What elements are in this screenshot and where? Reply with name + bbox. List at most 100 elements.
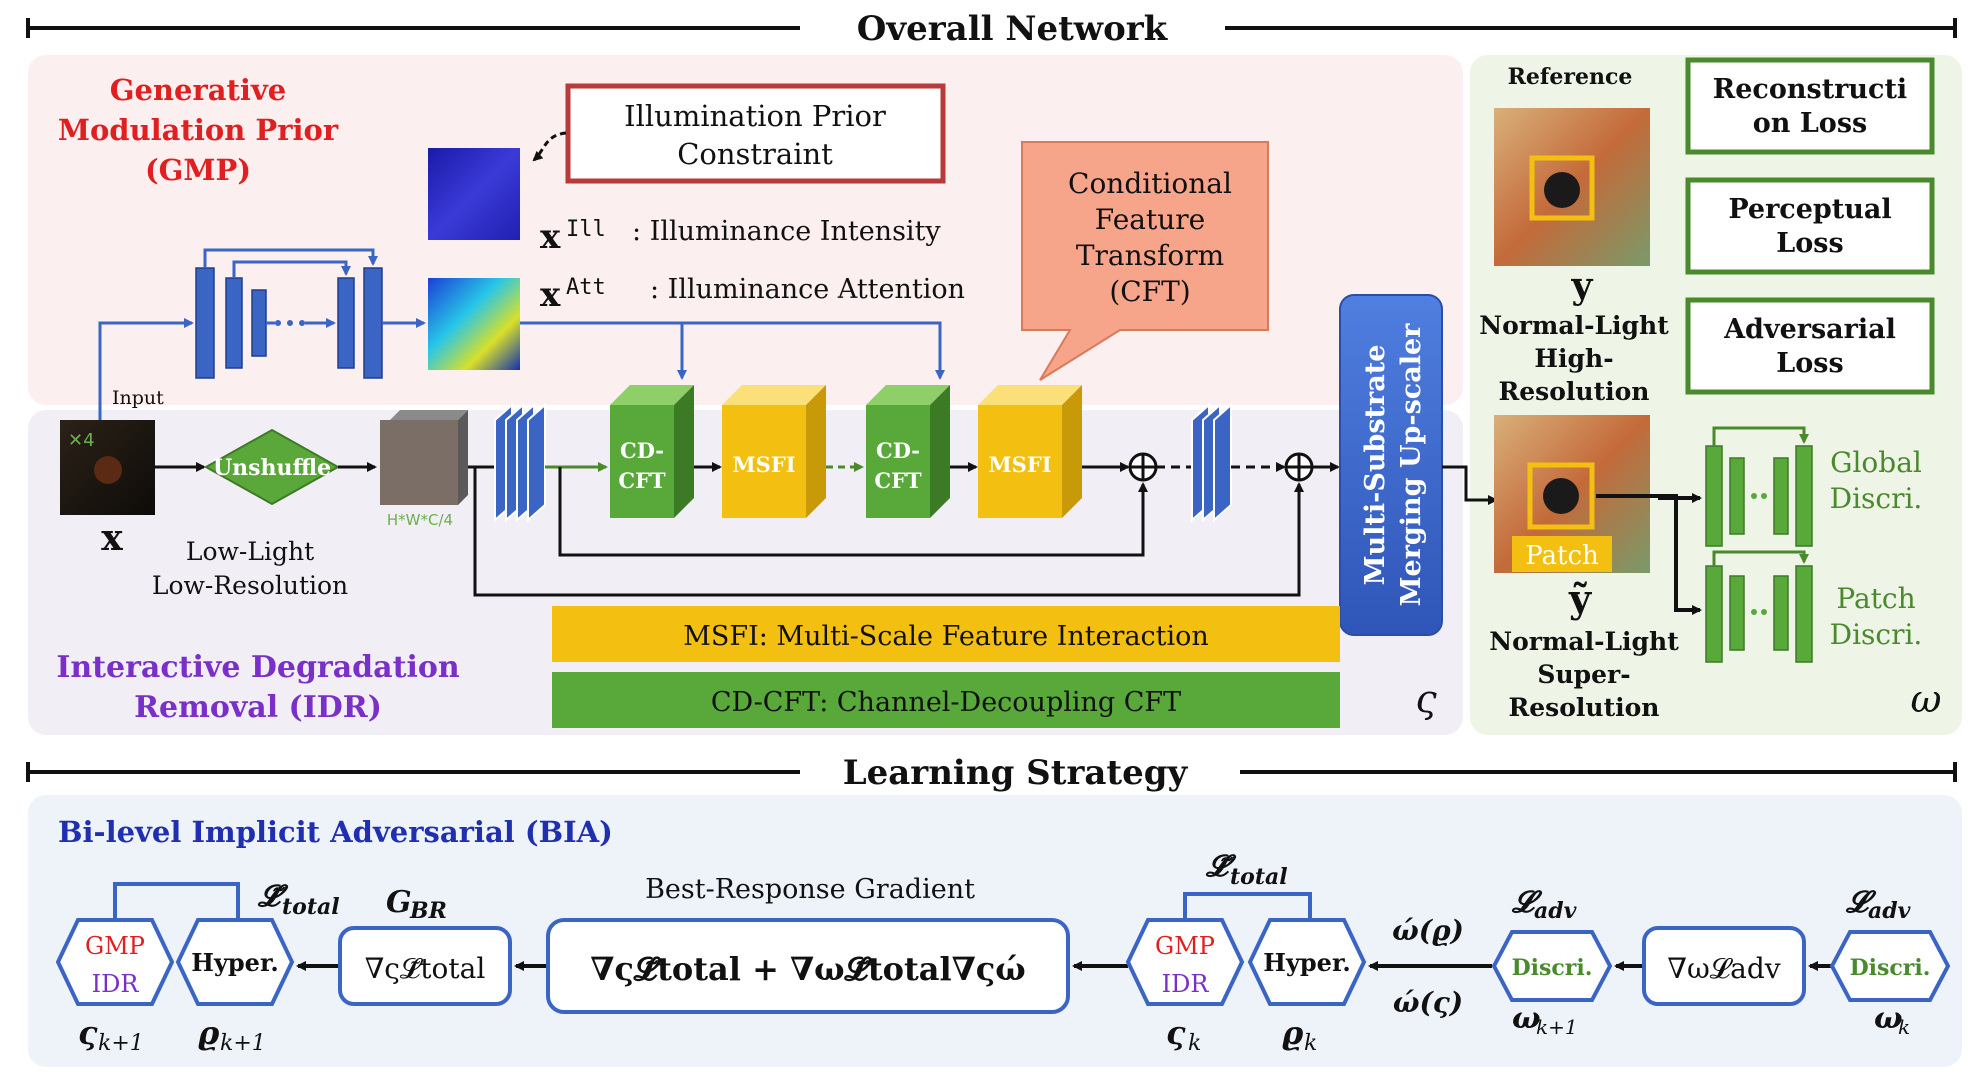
svg-text:k+1: k+1 [98, 1031, 144, 1056]
global-discriminator [1705, 445, 1813, 547]
svg-text:Feature: Feature [1095, 203, 1205, 236]
reconstruction-loss-box: Reconstructi on Loss [1685, 57, 1935, 155]
upscale-factor: ✕4 [68, 430, 95, 451]
svg-text:Resolution: Resolution [1498, 377, 1649, 406]
svg-text:G: G [386, 885, 412, 920]
global-discri-l1: Global [1830, 446, 1922, 479]
svg-text:MSFI: MSFI [732, 452, 795, 477]
patch-discri-l2: Discri. [1830, 618, 1923, 651]
omega-k1: ω k+1 [1512, 1001, 1578, 1039]
best-response-label: Best-Response Gradient [645, 874, 975, 905]
reference-label: Reference [1508, 64, 1633, 90]
svg-text:∇ς𝓛̃total: ∇ς𝓛̃total [365, 952, 486, 985]
hwc-label: H*W*C/4 [387, 511, 453, 529]
unshuffled-feature-cube [380, 410, 468, 505]
svg-text:Super-: Super- [1537, 660, 1630, 689]
svg-text:CFT: CFT [618, 468, 666, 493]
svg-text:Reconstructi: Reconstructi [1713, 74, 1907, 105]
svg-text:Conditional: Conditional [1068, 167, 1232, 200]
illuminance-intensity-image [428, 148, 520, 240]
grad-total-box: ∇ς𝓛̃total [338, 926, 512, 1006]
lowlight-lowres-l1: Low-Light [186, 537, 314, 566]
svg-text:Generative: Generative [110, 73, 287, 107]
svg-text:Constraint: Constraint [677, 137, 833, 171]
sum-node-1 [1128, 452, 1158, 482]
x-att-label: x Att : Illuminance Attention [540, 274, 965, 315]
svg-text:CFT: CFT [874, 468, 922, 493]
idr-title: Interactive Degradation Removal (IDR) [56, 650, 460, 725]
svg-text:CD-: CD- [876, 438, 920, 463]
illumination-prior-constraint: Illumination Prior Constraint [565, 83, 946, 184]
svg-text:k: k [1188, 1031, 1201, 1056]
hyper-hex-k: Hyper. [1247, 918, 1367, 1006]
svg-text:(CFT): (CFT) [1109, 275, 1190, 308]
patch-tag: Patch [1525, 541, 1599, 571]
svg-text:Removal (IDR): Removal (IDR) [134, 690, 382, 725]
grad-adv-box: ∇ω𝓛adv [1642, 926, 1806, 1006]
input-label: Input [112, 387, 164, 409]
ladv-label-right: 𝓛 adv [1845, 885, 1911, 924]
feature-layers-1 [494, 402, 546, 523]
svg-text:ϱ: ϱ [1282, 1014, 1304, 1052]
gmp-idr-hex-k1: GMP IDR [55, 918, 175, 1006]
omega-k: ω k [1874, 1001, 1910, 1039]
svg-text:Merging Up-scaler: Merging Up-scaler [1396, 323, 1427, 607]
gmp-unet [195, 267, 383, 379]
svg-text:GMP: GMP [1155, 932, 1215, 960]
svg-text:Discri.: Discri. [1850, 955, 1931, 981]
learning-title: Learning Strategy [843, 753, 1189, 793]
svg-text:total: total [282, 894, 340, 920]
varsigma-k: ς k [1166, 1014, 1201, 1056]
msfi-block-1: MSFI [722, 385, 826, 518]
gbr-label: G BR [386, 885, 447, 924]
svg-text:Loss: Loss [1776, 348, 1843, 379]
legend-cdcft: CD-CFT: Channel-Decoupling CFT [552, 672, 1340, 728]
cft-callout: Conditional Feature Transform (CFT) [1021, 141, 1269, 381]
svg-text:on Loss: on Loss [1753, 108, 1867, 139]
svg-text:k: k [1898, 1015, 1910, 1039]
svg-text:ς: ς [1166, 1014, 1186, 1052]
svg-text:BR: BR [409, 898, 447, 924]
adversarial-loss-box: Adversarial Loss [1685, 297, 1935, 395]
gmp-idr-hex-k: GMP IDR [1125, 918, 1245, 1006]
svg-text:adv: adv [1534, 898, 1577, 924]
ltotal-label-mid: 𝓛̃ total [1205, 849, 1288, 890]
svg-text:IDR: IDR [1162, 970, 1210, 998]
svg-text:GMP: GMP [85, 932, 145, 960]
svg-text:MSFI: MSFI [988, 452, 1051, 477]
rho-k: ϱ k [1282, 1014, 1317, 1056]
omega-symbol: ω [1911, 677, 1942, 721]
svg-text:total: total [1230, 864, 1288, 890]
svg-text:CD-CFT: Channel-Decoupling CFT: CD-CFT: Channel-Decoupling CFT [711, 687, 1181, 718]
perceptual-loss-box: Perceptual Loss [1685, 177, 1935, 275]
svg-text:Hyper.: Hyper. [1263, 948, 1350, 977]
svg-text:Unshuffle: Unshuffle [213, 455, 331, 481]
svg-text:∇ω𝓛adv: ∇ω𝓛adv [1667, 952, 1780, 985]
svg-text:Loss: Loss [1776, 228, 1843, 259]
legend-msfi: MSFI: Multi-Scale Feature Interaction [552, 606, 1340, 662]
svg-text:Interactive Degradation: Interactive Degradation [56, 650, 460, 685]
lowlight-lowres-l2: Low-Resolution [152, 571, 348, 600]
svg-text:x: x [540, 217, 561, 257]
discri-hex-k: Discri. [1829, 930, 1951, 1002]
cd-cft-block-1: CD- CFT [610, 385, 694, 518]
bia-title: Bi-level Implicit Adversarial (BIA) [58, 815, 613, 849]
patch-discri-l1: Patch [1836, 582, 1915, 615]
normal-hr-label: Normal-Light High- Resolution [1479, 311, 1669, 406]
svg-text:MSFI: Multi-Scale Feature Inte: MSFI: Multi-Scale Feature Interaction [683, 621, 1209, 652]
hyper-hex-k1: Hyper. [175, 918, 295, 1006]
cd-cft-block-2: CD- CFT [866, 385, 950, 518]
x-ill-label: x Ill : Illuminance Intensity [540, 216, 941, 257]
omega-rho: ώ(ϱ) [1392, 914, 1464, 947]
svg-text:High-: High- [1534, 344, 1613, 373]
svg-text:Hyper.: Hyper. [191, 948, 278, 977]
svg-text:Illumination Prior: Illumination Prior [624, 99, 886, 133]
svg-text:ω: ω [1512, 1001, 1541, 1036]
svg-text:k: k [1304, 1031, 1317, 1056]
svg-text:Normal-Light: Normal-Light [1479, 311, 1669, 340]
ytilde-symbol: ỹ [1568, 576, 1592, 621]
multi-substrate-upscaler: Multi-Substrate Merging Up-scaler [1339, 294, 1443, 636]
svg-text:Normal-Light: Normal-Light [1489, 627, 1679, 656]
reference-image [1494, 108, 1650, 266]
feature-layers-2 [1191, 402, 1232, 523]
